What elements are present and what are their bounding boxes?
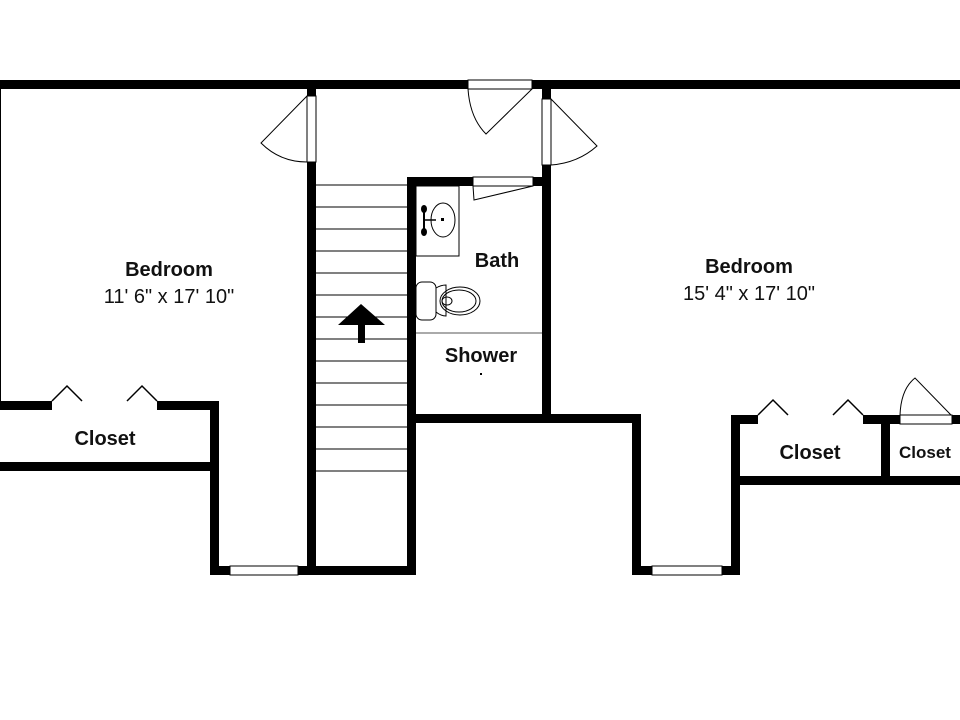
walls [0,79,960,576]
left-bottom-wall-a [210,566,230,575]
bedroom-left-door-swing [260,95,308,163]
stair-left-wall [307,162,316,575]
closet-left-bifold-a [51,384,83,402]
shower-label: Shower [445,345,517,367]
bath-right-wall-top [542,89,551,99]
right-bottom-wall-a [632,566,652,575]
left-bottom-wall-b [298,566,316,575]
hall-door-opening [467,79,533,90]
small-closet-door-opening [899,414,953,425]
bedroom-left-dimensions: 11' 6" x 17' 10" [104,286,234,308]
center-right-wall [632,414,641,575]
closet-left-label: Closet [74,428,135,450]
closet-right-bifold-a [757,398,789,416]
small-closet-door-swing [899,377,952,416]
bath-top-wall-left [407,177,473,186]
bath-door-swing [472,185,534,201]
bath-label: Bath [475,250,519,272]
left-edge [0,89,1,401]
top-wall-left [0,80,468,89]
bedroom-right-dimensions: 15' 4" x 17' 10" [683,283,815,305]
bedroom-left-door-opening [306,95,317,163]
bath-right-wall [542,165,551,423]
closet-right-bifold-b [832,398,864,416]
bedroom-left-label: Bedroom [125,259,213,281]
closet-divider-wall [881,415,890,479]
closet-right-top-wall-c [952,415,960,424]
sink-icon [421,202,456,238]
bedroom-right-door-swing [550,98,598,166]
closet-right-small-label: Closet [899,443,951,462]
stairs-up-arrow-icon [338,304,385,343]
stair-bottom-wall [307,566,416,575]
right-lower-wall [731,415,740,575]
closet-left-top-wall-a [0,401,52,410]
hall-door-swing [467,88,533,135]
bath-door-opening [472,176,534,187]
left-bottom-window [229,565,299,576]
labels: Bedroom 11' 6" x 17' 10" Bath Shower Bed… [74,250,951,464]
doors [51,88,952,416]
toilet-icon [415,281,481,321]
closet-left-bifold-b [126,384,158,402]
stair-right-wall [407,177,416,575]
top-wall-right [532,80,960,89]
stair-left-wall-top [307,89,316,96]
closet-left-top-wall-b [157,401,219,410]
bedroom-right-label: Bedroom [705,256,793,278]
closet-right-bottom-wall [731,476,960,485]
bath-fixtures [415,185,542,375]
closet-left-bottom-wall [0,462,219,471]
closet-right-top-wall-a [731,415,758,424]
closet-right-large-label: Closet [779,442,840,464]
bath-bottom-wall [407,414,641,423]
shower-drain [480,373,482,375]
left-bedroom-lower-wall [210,401,219,575]
stairs [316,184,407,472]
vanity [415,185,460,257]
bedroom-right-door-opening [541,98,552,166]
right-bottom-window [651,565,723,576]
